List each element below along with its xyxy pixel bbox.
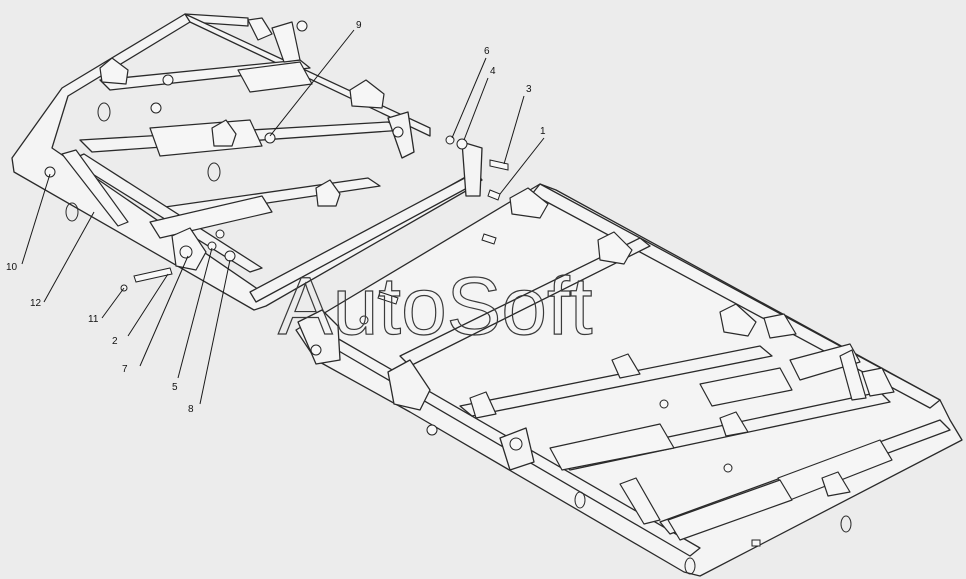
rear-lug-5 [839,349,867,401]
callout-3: 3 [526,84,532,95]
lug-6 [315,179,341,207]
callout-9: 9 [356,20,362,31]
under-wheel-1 [97,102,111,122]
nut-10 [44,166,56,178]
lug-2 [247,17,273,41]
rear-frame-section [295,183,963,577]
leader-1 [499,137,545,195]
rear-plate-1 [549,423,675,471]
callout-1: 1 [540,126,546,137]
callout-7: 7 [122,364,128,375]
leader-7 [139,255,189,367]
rear-nut-4 [659,399,669,409]
front-end-bracket-lower [461,141,483,197]
leader-2 [127,273,169,337]
under-wheel-3 [207,162,221,182]
front-rear-bar [249,171,483,303]
front-plate-1 [149,119,263,157]
leader-8 [199,259,231,405]
rear-under-wheel-1 [574,491,586,509]
rear-plate-2 [699,367,793,407]
callout-5: 5 [172,382,178,393]
lug-3 [271,21,301,63]
leader-12 [43,211,95,303]
callout-6: 6 [484,46,490,57]
nut-9 [264,132,276,144]
front-frame-section [11,13,509,311]
rear-lug-7 [611,353,641,379]
rear-lug-9 [821,471,851,497]
callout-11: 11 [88,314,99,325]
rear-cross-beam-2 [459,345,773,417]
nut-top-3 [150,102,162,114]
rear-hinge-pin [509,437,523,451]
rear-lug-3 [719,303,757,337]
washer-upper [215,229,225,239]
rear-nut-5 [723,463,733,473]
bracket-pin-right [392,126,404,138]
rear-end-bracket-left [297,309,341,365]
callout-2: 2 [112,336,118,347]
rear-lug-1 [509,187,549,219]
nut-top-1 [162,74,174,86]
callout-leaders [21,29,545,405]
under-wheel-2 [65,202,79,222]
rear-clip-2 [377,291,399,305]
rear-under-wheel-2 [684,557,696,575]
callout-10: 10 [6,262,18,273]
bushing-7 [179,245,193,259]
callout-8: 8 [188,404,194,415]
watermark-text: AutoSoft [278,261,593,352]
callout-4: 4 [490,66,496,77]
leader-5 [177,247,213,379]
leader-3 [503,95,525,165]
leader-10 [21,173,51,265]
rear-tag [751,539,761,547]
nut-8 [224,250,236,262]
rear-plate-4 [667,479,793,541]
leader-6 [451,57,487,139]
lug-1 [99,57,129,85]
lug-7 [61,149,129,227]
rear-lug-6 [861,367,895,397]
leader-11 [101,287,125,319]
rear-lug-4 [763,313,797,339]
callout-labels: 1 2 3 4 5 6 7 8 9 10 11 12 [6,20,546,415]
rear-plate-5 [789,343,861,381]
rear-nut-3 [426,424,438,436]
leader-4 [463,77,489,141]
leader-9 [269,29,355,137]
rear-lug-10 [619,477,661,525]
nut-4 [456,138,468,150]
rear-under-wheel-3 [840,515,852,533]
lug-4 [349,79,385,109]
bolt-3 [489,159,509,171]
rear-nut-2 [359,315,369,325]
callout-12: 12 [30,298,42,309]
rear-clip-1 [481,233,497,245]
rear-nut-1 [310,344,322,356]
front-plate-3 [237,61,313,93]
rear-lug-2 [597,231,633,265]
rear-bracket-mid [387,359,431,411]
washer-5 [207,241,217,251]
lug-5 [211,119,237,147]
nut-top-2 [296,20,308,32]
rear-lug-11 [469,391,497,419]
front-plate-2 [149,195,273,239]
rear-lug-8 [719,411,749,437]
bolt-1 [487,189,501,201]
bolt-2 [133,267,173,283]
